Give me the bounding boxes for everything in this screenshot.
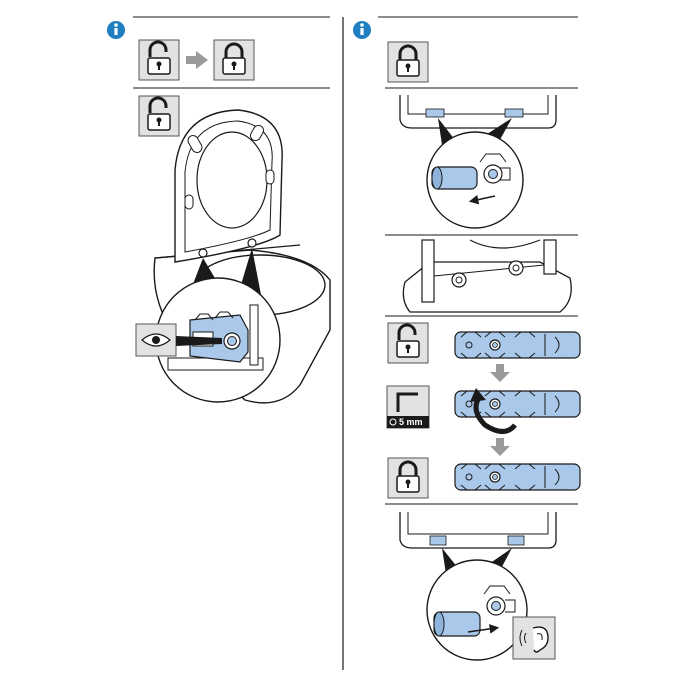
arrow-down-icon xyxy=(490,438,510,456)
right-release-step xyxy=(385,95,578,236)
right-adjust-step: 5 mm xyxy=(385,321,581,505)
hinge-part-unlocked xyxy=(454,331,581,359)
eye-icon xyxy=(135,323,222,357)
rotate-arrow-icon xyxy=(470,388,486,402)
unlocked-padlock-icon xyxy=(386,321,430,365)
unlocked-padlock-icon xyxy=(137,94,181,138)
arrow-right-icon xyxy=(186,51,208,69)
left-inspect-step xyxy=(135,94,331,404)
info-icon xyxy=(353,21,371,39)
unlocked-padlock-icon xyxy=(137,38,181,82)
right-info-step xyxy=(353,16,578,89)
locked-padlock-icon xyxy=(212,38,256,82)
hex-key-icon: 5 mm xyxy=(386,385,430,429)
locked-padlock-icon xyxy=(386,456,430,500)
right-seat-removed-step xyxy=(385,239,578,317)
info-icon xyxy=(107,21,125,39)
raised-seat-lid xyxy=(174,109,283,263)
locked-padlock-icon xyxy=(386,40,430,84)
hinge-part-locked xyxy=(454,463,581,491)
hex-key-size-label: 5 mm xyxy=(399,417,423,427)
right-reinsert-step xyxy=(399,512,557,661)
arrow-down-icon xyxy=(490,364,510,382)
ear-icon xyxy=(512,616,556,660)
left-info-step xyxy=(107,16,330,89)
